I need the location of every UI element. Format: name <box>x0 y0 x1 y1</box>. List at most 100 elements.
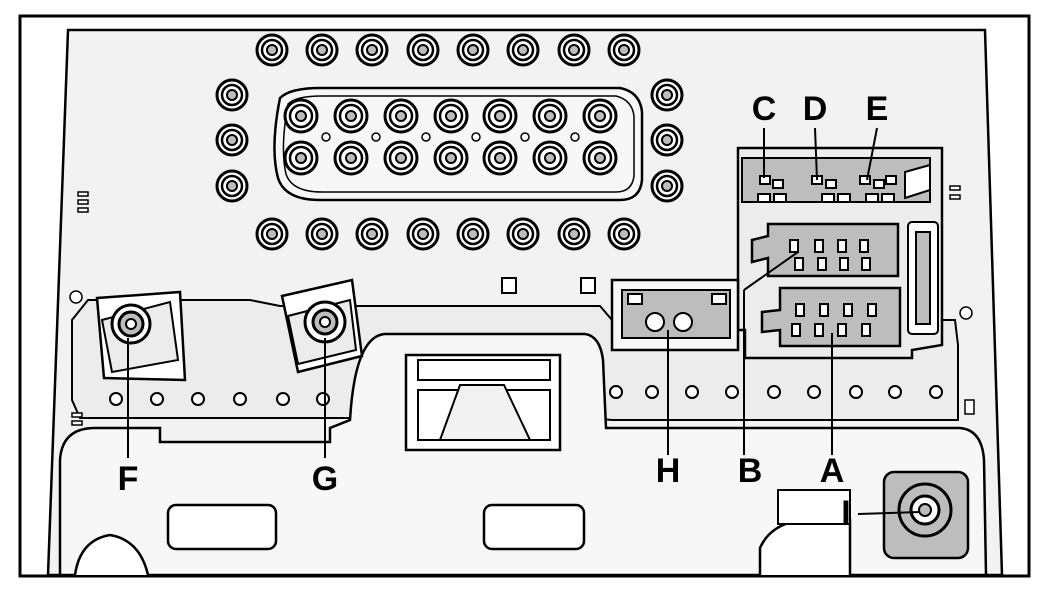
rail-hole <box>685 385 699 399</box>
vent-marks <box>71 185 975 426</box>
leader-b-upper <box>743 251 799 291</box>
inner-pin <box>433 140 469 176</box>
outer-pin <box>607 217 641 251</box>
callout-label-g: G <box>311 460 339 498</box>
inner-vent-dot <box>520 132 530 142</box>
callout-label-i: I <box>841 494 851 532</box>
pin-connector-inner-border <box>282 95 635 193</box>
outer-pin <box>305 217 339 251</box>
outer-pin <box>305 33 339 67</box>
central-latch-wedge <box>438 384 532 441</box>
handle-right <box>482 503 586 551</box>
outer-pin <box>215 169 249 203</box>
rail-hole <box>150 392 164 406</box>
outer-pin <box>215 78 249 112</box>
rail-hole <box>233 392 247 406</box>
rail-slot <box>580 277 596 294</box>
outer-pin <box>650 123 684 157</box>
outer-pin <box>650 78 684 112</box>
rail-hole <box>725 385 739 399</box>
inner-pin <box>482 98 518 134</box>
rail-hole <box>807 385 821 399</box>
outer-pin <box>607 33 641 67</box>
outer-pin <box>255 217 289 251</box>
callout-label-f: F <box>117 460 139 498</box>
inner-vent-dot <box>570 132 580 142</box>
socket-f-pin <box>125 318 137 330</box>
leader-i <box>857 511 921 515</box>
connector-h-tab <box>627 293 643 305</box>
pin-connector-inner-pins <box>283 98 618 176</box>
screw-hole <box>959 306 973 320</box>
inner-pin <box>532 98 568 134</box>
outer-pin <box>506 33 540 67</box>
connector-h-pin <box>673 312 693 332</box>
inner-pin <box>383 140 419 176</box>
outer-pin <box>456 217 490 251</box>
corner-cutout <box>73 533 150 576</box>
rail-hole <box>316 392 330 406</box>
connector-h-pin <box>645 312 665 332</box>
rail-hole <box>191 392 205 406</box>
leader-e <box>866 127 878 181</box>
connector-b-pins <box>789 239 871 271</box>
rail-hole <box>767 385 781 399</box>
outer-pin <box>557 33 591 67</box>
strip-pins <box>757 175 897 203</box>
rail-hole <box>276 392 290 406</box>
outer-pin <box>650 169 684 203</box>
connector-a-pins <box>791 303 877 337</box>
rail-hole <box>849 385 863 399</box>
outer-pin <box>355 33 389 67</box>
inner-pin <box>582 98 618 134</box>
callout-label-e: E <box>865 90 889 128</box>
outer-pin <box>456 33 490 67</box>
outer-pin <box>406 217 440 251</box>
callout-leaders <box>127 127 921 515</box>
inner-pin <box>383 98 419 134</box>
lower-housing <box>58 332 988 577</box>
rail-hole <box>929 385 943 399</box>
strip-latch <box>904 163 931 200</box>
connector-h-tab <box>711 293 727 305</box>
inner-pin <box>283 140 319 176</box>
outer-pin <box>506 217 540 251</box>
callout-label-d: D <box>802 90 828 128</box>
callout-label-a: A <box>819 452 845 490</box>
outer-pin <box>255 33 289 67</box>
inner-vent-dot <box>471 132 481 142</box>
rail-hole <box>645 385 659 399</box>
rail-hole <box>109 392 123 406</box>
leader-d <box>814 127 818 181</box>
inner-pin <box>482 140 518 176</box>
inner-pin <box>433 98 469 134</box>
inner-pin <box>582 140 618 176</box>
callout-label-b: B <box>737 452 763 490</box>
inner-pin <box>532 140 568 176</box>
inner-vent-dot <box>321 132 331 142</box>
inner-pin <box>283 98 319 134</box>
inner-pin <box>333 140 369 176</box>
side-slot-insert <box>915 231 931 325</box>
rail-slot <box>501 277 517 294</box>
inner-vent-dot <box>371 132 381 142</box>
handle-left <box>166 503 278 551</box>
callout-label-c: C <box>751 90 777 128</box>
socket-g-pin <box>319 316 331 328</box>
bracket-tab <box>777 489 851 525</box>
inner-vent-dot <box>421 132 431 142</box>
rail-hole <box>888 385 902 399</box>
socket-i-pin <box>918 503 932 517</box>
outer-pin <box>355 217 389 251</box>
pin-connector-outer-ring <box>215 33 684 251</box>
screw-hole <box>69 290 83 304</box>
outer-pin <box>215 123 249 157</box>
inner-pin <box>333 98 369 134</box>
callout-label-h: H <box>655 452 681 490</box>
outer-pin <box>406 33 440 67</box>
outer-pin <box>557 217 591 251</box>
rail-hole <box>609 385 623 399</box>
central-latch-bar <box>417 359 551 381</box>
